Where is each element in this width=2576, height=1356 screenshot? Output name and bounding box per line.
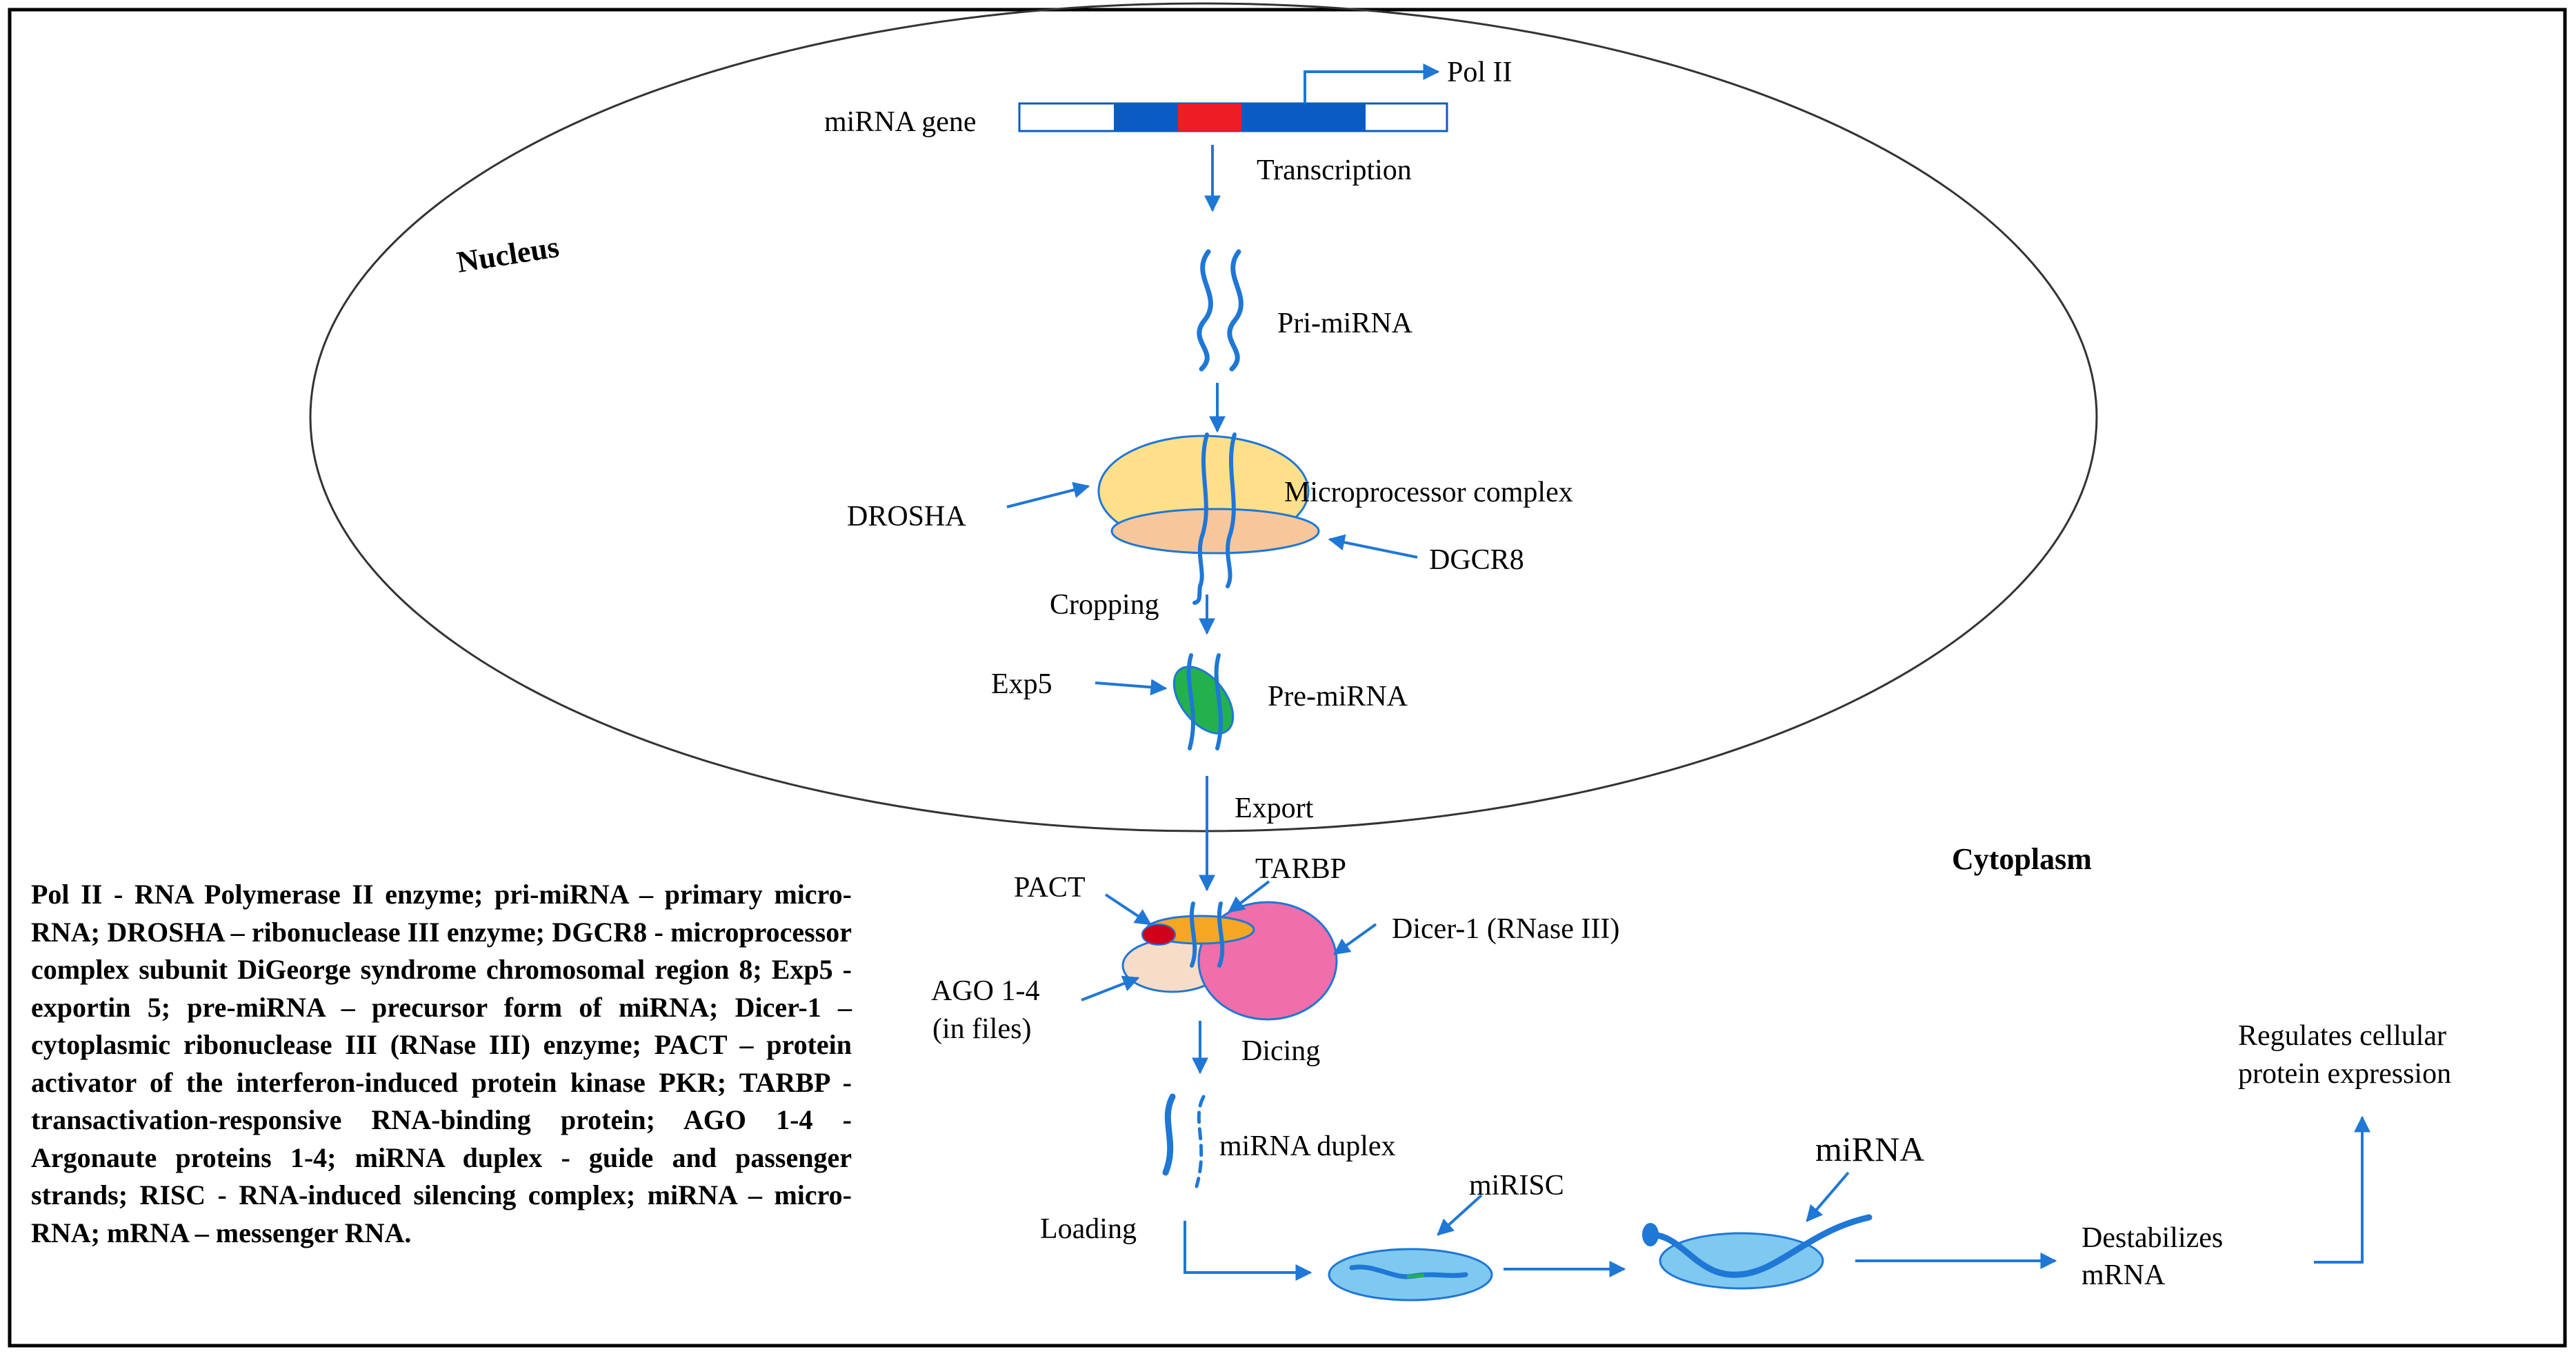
mrna-cap: [1642, 1223, 1659, 1246]
mirisc-label: miRISC: [1469, 1170, 1564, 1202]
dicer-label: Dicer-1 (RNase III): [1392, 913, 1619, 945]
destab-label-line1: Destabilizes: [2081, 1222, 2223, 1254]
pri-mirna-strands: [1197, 249, 1244, 372]
transcription-label: Transcription: [1257, 154, 1412, 186]
microprocessor-strands: [1192, 432, 1237, 605]
mirna-gene-bar: [1018, 102, 1448, 132]
ago-arrow: [1081, 975, 1140, 1001]
mirisc-strand-highlight: [1406, 1273, 1425, 1279]
mrna-strand: [1647, 1214, 1873, 1278]
loading-label: Loading: [1040, 1213, 1137, 1245]
loading-arrow: [1184, 1221, 1312, 1281]
regulates-label-line1: Regulates cellular: [2238, 1020, 2446, 1052]
mirna-pointer-arrow: [1806, 1171, 1850, 1222]
tarbp-label: TARBP: [1255, 853, 1346, 885]
exp5-label: Exp5: [991, 668, 1052, 700]
drosha-label: DROSHA: [847, 501, 966, 532]
cytoplasm-title: Cytoplasm: [1952, 842, 2092, 876]
dgcr8-label: DGCR8: [1429, 544, 1524, 576]
ago-label-line1: AGO 1-4: [931, 975, 1039, 1007]
regulates-arrow: [2314, 1115, 2370, 1264]
ago-label-line2: (in files): [932, 1013, 1031, 1045]
nucleus-title: Nucleus: [455, 230, 561, 279]
pol2-arrow: [1304, 63, 1440, 103]
dicing-label: Dicing: [1241, 1035, 1320, 1067]
dicer-arrow: [1333, 923, 1377, 955]
microprocessor-label: Microprocessor complex: [1284, 477, 1573, 508]
figure-frame: [8, 8, 2567, 1348]
exp5-shape: [1172, 666, 1235, 735]
pact-arrow: [1104, 893, 1152, 926]
dgcr8-arrow: [1328, 534, 1418, 559]
regulates-label-line2: protein expression: [2238, 1058, 2451, 1090]
dicer-strands: [1189, 901, 1225, 968]
mrna-complex-shape: [1659, 1232, 1824, 1290]
nucleus-membrane: [309, 2, 2098, 832]
export-label: Export: [1235, 792, 1314, 824]
pri-mirna-label: Pri-miRNA: [1277, 308, 1413, 339]
duplex-guide-strand: [1162, 1093, 1176, 1176]
pre-mirna-label: Pre-miRNA: [1268, 681, 1408, 712]
mirna-label: miRNA: [1815, 1130, 1924, 1168]
dgcr8-shape: [1110, 508, 1320, 555]
pol2-label: Pol II: [1447, 57, 1512, 88]
gene-label: miRNA gene: [824, 106, 976, 138]
pre-mirna-strands: [1186, 653, 1223, 750]
exp5-arrow: [1095, 679, 1168, 696]
mirisc-pointer-arrow: [1437, 1194, 1483, 1236]
duplex-label: miRNA duplex: [1219, 1130, 1396, 1162]
tarbp-arrow: [1228, 880, 1270, 913]
cropping-label: Cropping: [1050, 589, 1159, 621]
abbreviation-legend: Pol II - RNA Polymerase II enzyme; pri-m…: [31, 879, 852, 1248]
pact-label: PACT: [1014, 872, 1086, 904]
pact-shape: [1141, 924, 1176, 946]
duplex-passenger-strand: [1195, 1095, 1206, 1188]
drosha-arrow: [1006, 481, 1090, 508]
destab-label-line2: mRNA: [2081, 1259, 2166, 1291]
